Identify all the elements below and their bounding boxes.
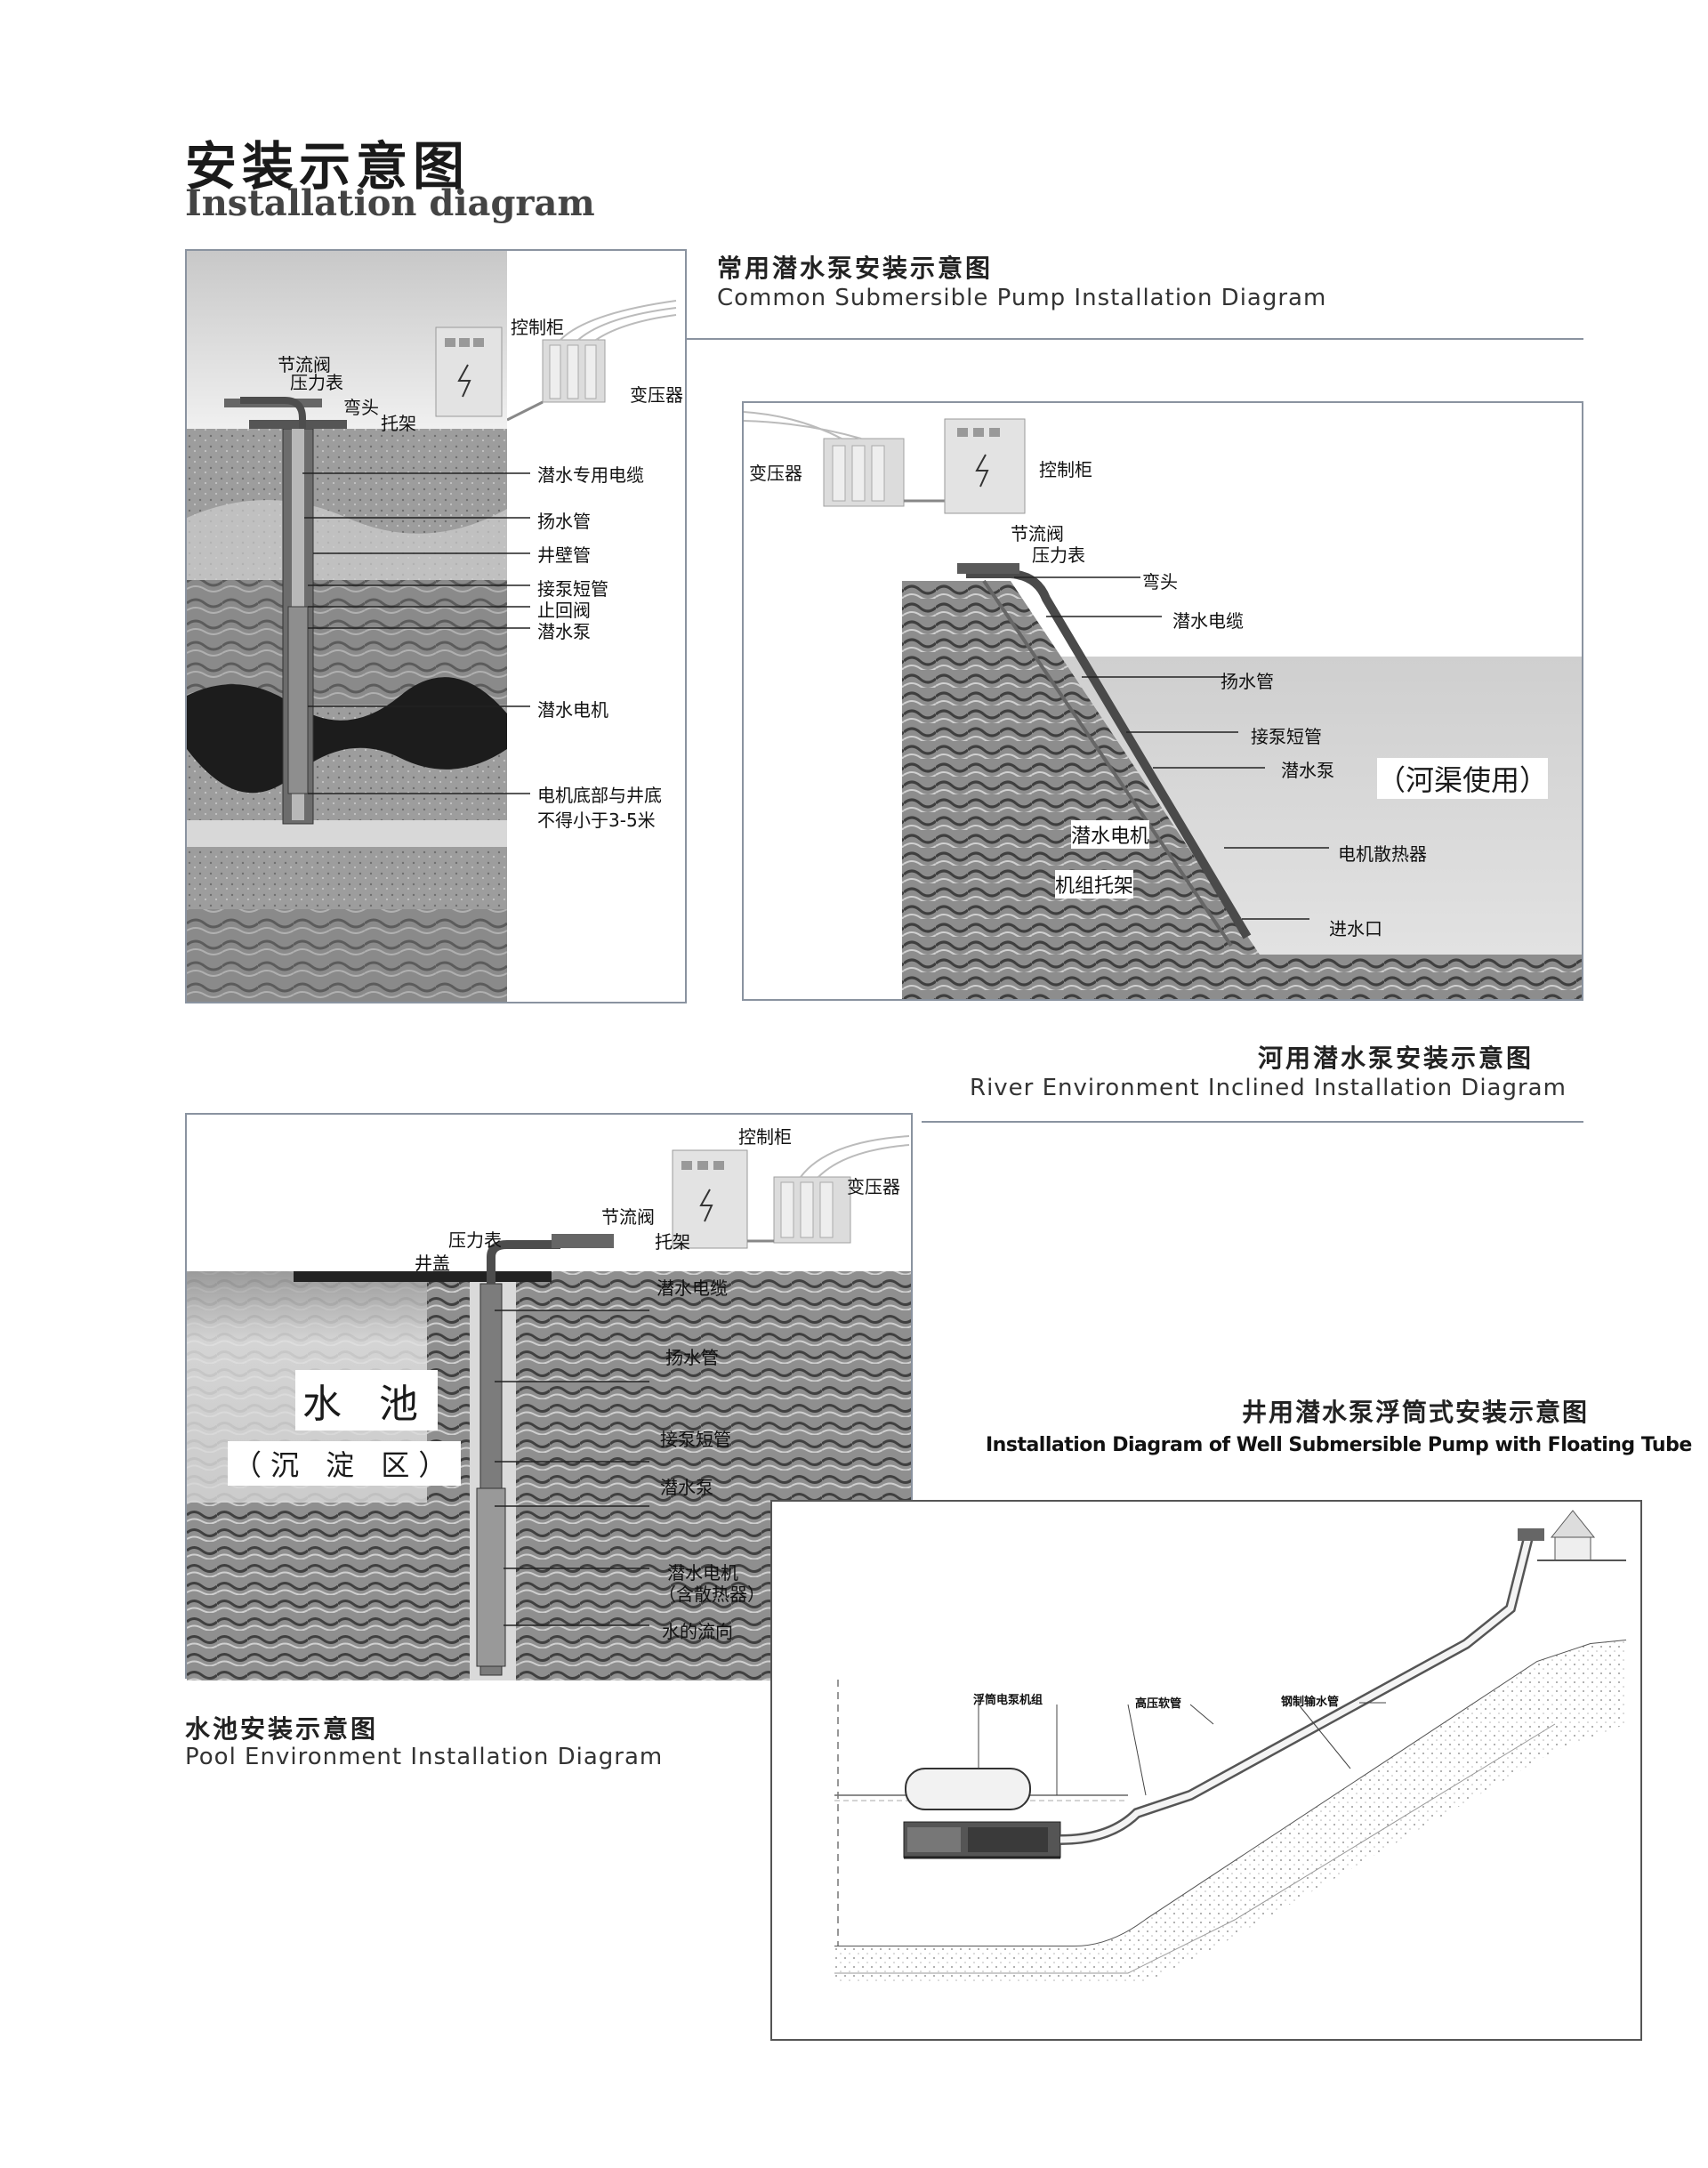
panel2-caption-en: River Environment Inclined Installation … [970,1075,1567,1101]
panel3-label-flow-direction: 水的流向 [662,1621,733,1642]
panel2-label-usage: （河渠使用） [1377,758,1549,799]
panel1-caption-en: Common Submersible Pump Installation Dia… [717,285,1327,311]
panel1-label-well-pipe: 井壁管 [537,544,591,566]
panel3-label-riser-pipe: 扬水管 [665,1347,719,1368]
panel1-label-note-line1: 电机底部与井底 [537,785,662,806]
panel1-label-pump-short-pipe: 接泵短管 [537,578,608,600]
panel2-label-unit-bracket: 机组托架 [1055,870,1134,899]
panel4-label-float-unit: 浮筒电泵机组 [973,1694,1043,1707]
panel2-label-cable: 潜水电缆 [1172,610,1244,632]
panel1-label-motor: 潜水电机 [537,699,608,721]
panel3-label-bracket: 托架 [655,1231,690,1253]
panel2-label-control-cabinet: 控制柜 [1039,459,1092,480]
panel3-label-pool: 水 池 [295,1370,438,1431]
panel3-label-motor-line2: （含散热器） [658,1584,765,1605]
panel1-label-cable: 潜水专用电缆 [537,464,644,486]
panel3-label-pump: 潜水泵 [660,1477,713,1498]
panel1-label-check-valve: 止回阀 [537,600,591,621]
panel3-label-sediment: （沉 淀 区） [228,1441,462,1486]
panel2-label-transformer: 变压器 [749,463,802,484]
panel1-label-bracket: 托架 [381,413,416,434]
panel1-frame [185,249,687,1003]
panel2-river-illustration [744,403,1582,999]
panel1-label-pressure-gauge: 压力表 [290,372,343,393]
panel4-label-steel-pipe: 钢制输水管 [1281,1696,1340,1709]
page-title-en: Installation diagram [185,182,595,224]
panel1-well-illustration [187,251,507,1002]
panel1-label-throttle-valve: 节流阀 [278,354,331,375]
panel1-transformer-illustration [507,300,677,422]
panel3-label-pump-short-pipe: 接泵短管 [660,1429,731,1450]
panel4-label-hose: 高压软管 [1135,1697,1182,1711]
panel3-caption-en: Pool Environment Installation Diagram [185,1744,664,1770]
panel2-label-throttle-valve: 节流阀 [1011,523,1064,544]
panel1-label-riser-pipe: 扬水管 [537,511,591,532]
panel3-label-transformer: 变压器 [847,1176,900,1197]
panel3-label-cable: 潜水电缆 [657,1277,728,1299]
panel2-label-pump-short-pipe: 接泵短管 [1251,726,1322,747]
panel1-label-elbow: 弯头 [343,397,379,418]
panel3-caption-zh: 水池安装示意图 [185,1714,379,1744]
panel1-label-pump: 潜水泵 [537,621,591,642]
panel2-caption-divider [922,1121,1583,1123]
panel3-frame [185,1113,913,1679]
panel4-caption-en: Installation Diagram of Well Submersible… [986,1434,1692,1456]
panel1-label-note-line2: 不得小于3-5米 [537,810,656,831]
panel2-label-motor-radiator: 电机散热器 [1338,843,1427,865]
panel3-label-motor-line1: 潜水电机 [667,1562,738,1584]
panel3-label-pressure-gauge: 压力表 [448,1229,502,1251]
panel2-caption-zh: 河用潜水泵安装示意图 [1258,1044,1535,1073]
panel3-label-well-cover: 井盖 [415,1253,450,1274]
panel1-caption-divider [687,338,1583,340]
panel2-label-water-inlet: 进水口 [1329,918,1382,939]
panel2-label-riser-pipe: 扬水管 [1221,671,1274,692]
page-title-zh: 安装示意图 [185,136,471,197]
panel2-label-pressure-gauge: 压力表 [1032,544,1085,566]
panel1-caption-zh: 常用潜水泵安装示意图 [717,254,994,283]
panel3-label-control-cabinet: 控制柜 [738,1126,792,1148]
panel1-label-transformer: 变压器 [630,384,683,406]
panel2-label-elbow: 弯头 [1142,571,1178,592]
panel3-label-throttle-valve: 节流阀 [601,1206,655,1228]
panel4-floating-tube-illustration [834,1510,1627,1982]
panel4-caption-zh: 井用潜水泵浮筒式安装示意图 [1242,1398,1590,1427]
panel1-leader-lines [302,472,530,794]
panel2-label-motor: 潜水电机 [1071,820,1150,849]
panel2-label-pump: 潜水泵 [1281,760,1334,781]
panel2-frame [742,401,1583,1001]
panel1-label-control-cabinet: 控制柜 [511,317,564,338]
